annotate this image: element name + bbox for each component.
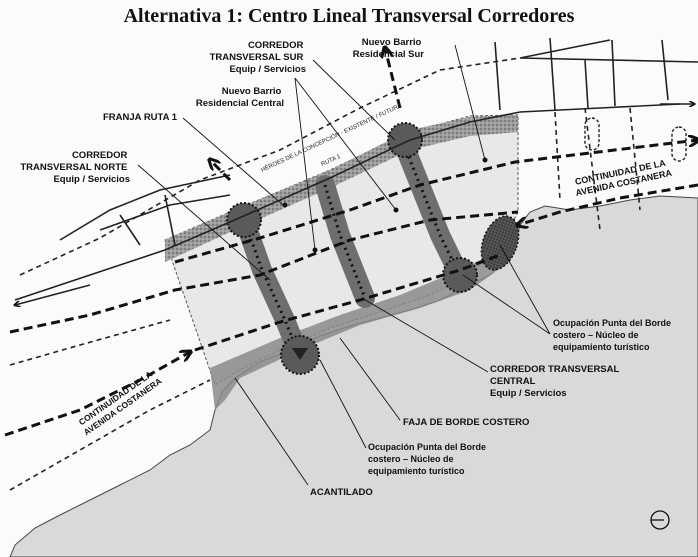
dashed-road-1: [174, 140, 698, 264]
capsule-2: [671, 126, 687, 162]
road-grid: [99, 37, 698, 246]
coastal-band: [210, 255, 495, 410]
road-ruta1: [14, 103, 681, 301]
arrow-west: [15, 284, 91, 305]
node-sur: [387, 122, 423, 158]
label-continuidad-este: CONTINUIDAD DE LA AVENIDA COSTANERA: [572, 157, 673, 198]
leader-dot: [393, 207, 399, 213]
corridor-sur-dots: [400, 139, 460, 273]
node-central: [442, 257, 478, 293]
label-barrio-central: Nuevo Barrio Residencial Central: [196, 86, 284, 109]
corridor-central-dots: [323, 184, 367, 299]
label-ocupacion-oeste: Ocupación Punta del Borde costero – Núcl…: [368, 442, 489, 476]
label-corredor-sur: CORREDOR TRANSVERSAL SUR Equip / Servici…: [210, 40, 306, 75]
dashed-road-2: [9, 210, 519, 334]
corridor-norte-dots: [243, 221, 300, 353]
label-faja-borde: FAJA DE BORDE COSTERO: [403, 417, 529, 428]
leader-dot: [282, 202, 288, 208]
dashed-thin-west: [9, 319, 211, 491]
node-norte: [226, 202, 262, 238]
diagram-title: Alternativa 1: Centro Lineal Transversal…: [124, 5, 575, 27]
leader-dot: [482, 157, 488, 163]
dashed-road-4: [518, 183, 698, 225]
dashed-costanera-west: [4, 352, 190, 437]
dashed-arrow-norte: [210, 160, 232, 182]
label-acantilado: ACANTILADO: [310, 487, 373, 498]
franja-ruta-band: [165, 115, 518, 262]
dashed-road-3: [194, 253, 501, 352]
label-ocupacion-este: Ocupación Punta del Borde costero – Núcl…: [553, 318, 674, 352]
label-franja-ruta: FRANJA RUTA 1: [103, 112, 178, 123]
label-corredor-central: CORREDOR TRANSVERSAL CENTRAL Equip / Ser…: [490, 364, 622, 399]
node-punta-este: [480, 215, 520, 271]
label-barrio-sur: Nuevo Barrio Residencial Sur: [353, 37, 425, 60]
dashed-east-connectors: [554, 107, 641, 231]
capsule-1: [584, 117, 600, 151]
dashed-arrow-sur: [385, 48, 402, 109]
triangle-marker: [292, 348, 308, 360]
leader-dot: [312, 247, 318, 253]
north-arrow-icon: [650, 510, 670, 530]
label-corredor-norte: CORREDOR TRANSVERSAL NORTE Equip / Servi…: [20, 150, 130, 185]
road-heroes: [19, 57, 521, 276]
leader-lines: [137, 44, 551, 486]
